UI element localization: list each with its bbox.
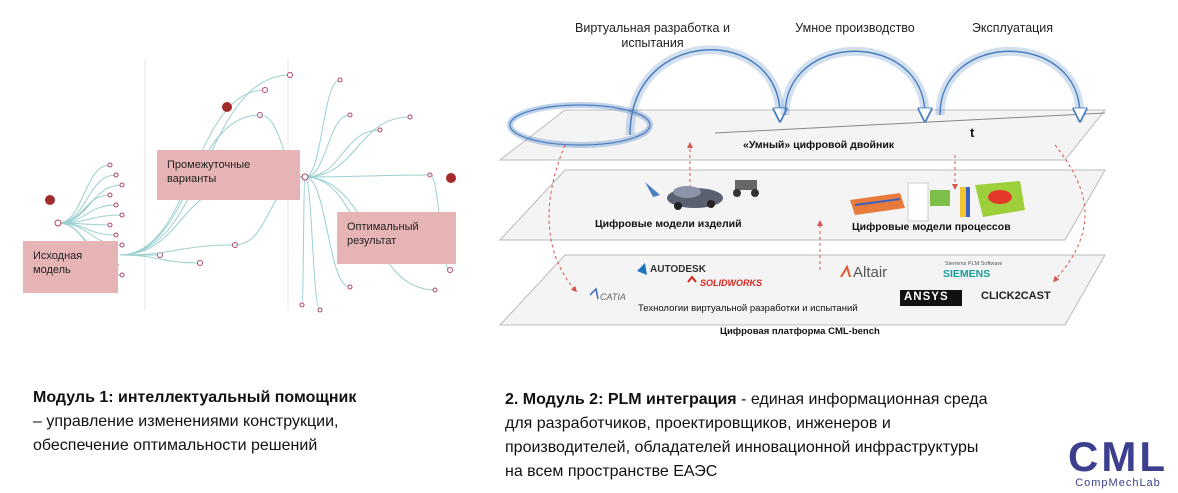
tree-edge xyxy=(304,116,411,178)
part-model-image xyxy=(645,182,660,197)
module2-line2: для разработчиков, проектировщиков, инже… xyxy=(505,415,891,432)
label-optimal-result: Оптимальный результат xyxy=(337,212,456,264)
module2-caption: 2. Модуль 2: PLM интеграция - единая инф… xyxy=(505,388,988,484)
plm-integration-diagram: Виртуальная разработка и испытания Умное… xyxy=(495,5,1125,345)
tree-edge xyxy=(304,114,351,178)
siemens-logo: SIEMENS xyxy=(943,268,991,280)
module1-line3: обеспечение оптимальности решений xyxy=(33,437,318,454)
cml-logo: CML CompMechLab xyxy=(1064,433,1172,490)
cml-logo-name: CompMechLab xyxy=(1075,477,1161,489)
label-intermediate-variants: Промежуточные варианты xyxy=(157,150,300,200)
tree-node xyxy=(432,287,438,293)
tree-edge xyxy=(304,174,431,178)
tree-node xyxy=(301,173,309,181)
tree-node xyxy=(113,172,119,178)
tree-node xyxy=(107,192,113,198)
tree-node xyxy=(262,87,268,93)
module2-line4: на всем пространстве ЕАЭС xyxy=(505,463,718,480)
tree-node xyxy=(113,202,119,208)
tree-node xyxy=(197,260,203,266)
red-arrow-right xyxy=(1053,144,1086,283)
tree-node xyxy=(119,212,125,218)
plm-planes xyxy=(498,45,1107,326)
solidworks-logo: SOLIDWORKS xyxy=(700,278,762,288)
module2-title-rest: - единая информационная среда xyxy=(736,391,988,408)
tree-node xyxy=(107,222,113,228)
solidworks-icon xyxy=(687,275,697,283)
process-model-image-3 xyxy=(975,181,1025,217)
tree-edge xyxy=(304,176,321,311)
time-axis xyxy=(714,112,1106,134)
tree-node xyxy=(446,173,456,183)
tree-edge xyxy=(119,244,236,256)
label-smart-production: Умное производство xyxy=(795,21,915,35)
tree-node xyxy=(107,162,113,168)
autodesk-icon xyxy=(637,263,647,275)
tree-node xyxy=(299,302,305,308)
tree-node xyxy=(119,272,125,278)
process-models-label: Цифровые модели процессов xyxy=(852,221,1011,233)
module1-caption: Модуль 1: интеллектуальный помощник – уп… xyxy=(33,386,356,458)
arc-smart-production xyxy=(780,46,930,116)
platform-label: Цифровая платформа CML-bench xyxy=(720,326,880,337)
catia-icon xyxy=(589,287,599,300)
tree-edge xyxy=(304,79,341,178)
altair-logo: Altair xyxy=(853,264,888,281)
tree-node xyxy=(54,219,62,227)
tree-node xyxy=(113,232,119,238)
module1-line2: – управление изменениями конструкции, xyxy=(33,413,339,430)
red-arrow-left xyxy=(548,144,577,293)
catia-logo: CATIA xyxy=(600,292,626,302)
altair-icon xyxy=(840,264,851,278)
tree-node xyxy=(119,182,125,188)
process-model-image-2 xyxy=(907,182,970,222)
module2-title: 2. Модуль 2: PLM интеграция xyxy=(505,391,737,408)
tree-edge xyxy=(301,176,306,306)
tree-edge xyxy=(57,184,123,224)
click2cast-logo: CLICK2CAST xyxy=(981,290,1051,302)
module1-title: Модуль 1: интеллектуальный помощник xyxy=(33,389,357,406)
label-initial-model: Исходная модель xyxy=(23,241,118,293)
time-label: t xyxy=(970,125,975,140)
autodesk-logo: AUTODESK xyxy=(650,264,706,275)
tree-node xyxy=(287,72,293,78)
label-operation: Эксплуатация xyxy=(971,21,1054,35)
cml-logo-text: CML xyxy=(1068,433,1168,480)
tree-edge xyxy=(304,176,351,288)
plane-platform xyxy=(498,254,1106,326)
tree-node xyxy=(317,307,323,313)
tree-node xyxy=(377,127,383,133)
tree-edge xyxy=(57,194,111,224)
tree-node xyxy=(45,195,55,205)
design-variant-tree: Исходная модель Промежуточные варианты О… xyxy=(20,55,460,315)
car-model-image xyxy=(667,186,723,210)
ansys-logo: ANSYS xyxy=(904,291,949,303)
tree-node xyxy=(119,242,125,248)
tree-node xyxy=(347,284,353,290)
tree-edge xyxy=(304,129,381,178)
tree-node xyxy=(337,77,343,83)
module2-line3: производителей, обладателей инновационно… xyxy=(505,439,979,456)
process-model-image-1 xyxy=(850,193,905,215)
tree-edge xyxy=(57,164,111,224)
tree-node xyxy=(447,267,453,273)
digital-twin-label: «Умный» цифровой двойник xyxy=(743,139,895,151)
tree-node xyxy=(407,114,413,120)
chassis-model-image xyxy=(733,180,759,197)
ansys-logo-bg xyxy=(900,290,962,306)
tree-node xyxy=(222,102,232,112)
label-virtual-development: Виртуальная разработка и испытания xyxy=(575,21,730,50)
siemens-plm-label: Siemens PLM Software xyxy=(945,261,1003,267)
arc-operation xyxy=(935,46,1085,116)
product-models-label: Цифровые модели изделий xyxy=(595,218,742,230)
technologies-label: Технологии виртуальной разработки и испы… xyxy=(638,303,858,314)
tree-node xyxy=(347,112,353,118)
